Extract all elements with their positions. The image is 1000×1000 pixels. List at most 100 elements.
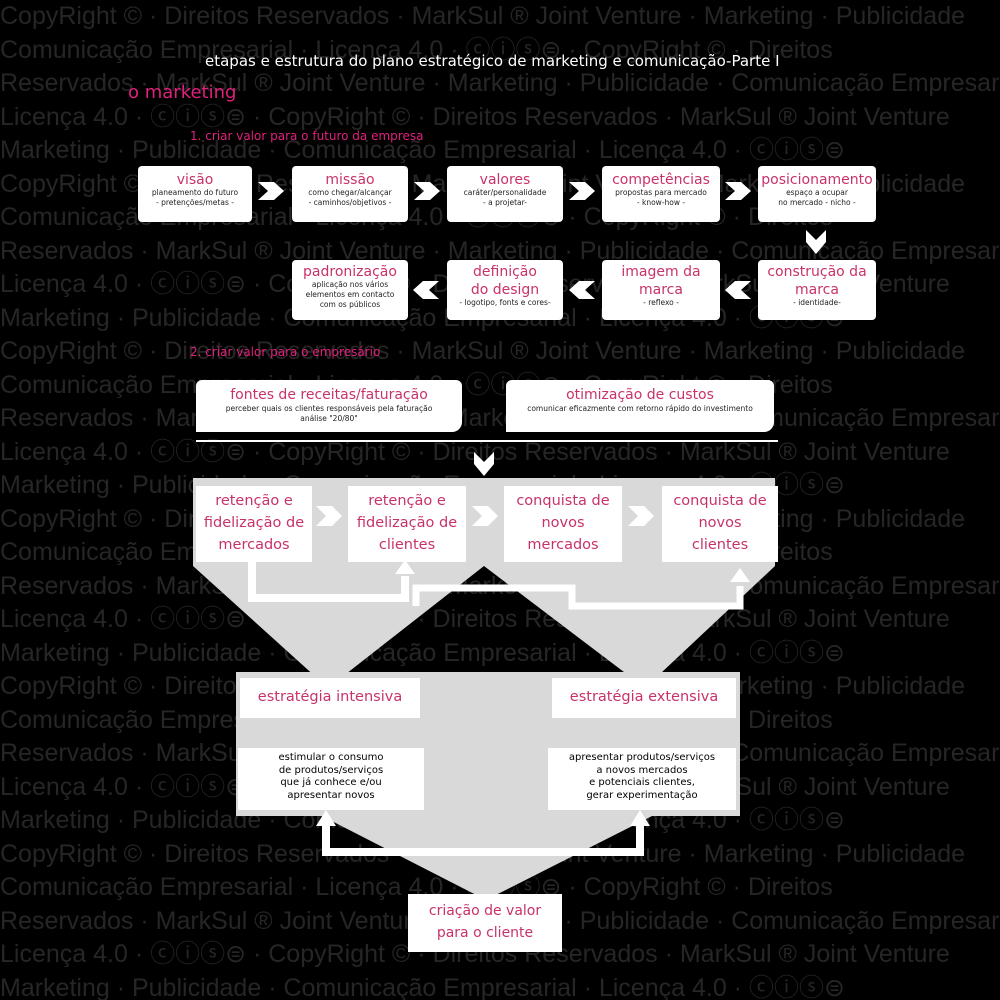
- fontes-desc: perceber quais os clientes responsáveis …: [225, 404, 433, 413]
- goal-line: retenção e: [368, 493, 446, 509]
- fontes-receitas-box: fontes de receitas/faturação perceber qu…: [196, 380, 462, 432]
- arrow-up-icon: [395, 560, 415, 574]
- goal-conquista-mercados: conquista de novos mercados: [504, 486, 622, 562]
- stage-title: posicionamento: [761, 172, 873, 188]
- fontes-title: fontes de receitas/faturação: [230, 387, 428, 403]
- stage-title: do design: [470, 282, 540, 298]
- stage-missao: missão como chegar/alcançar - caminhos/o…: [292, 166, 408, 222]
- strategy-line: que já conhece e/ou: [280, 777, 382, 788]
- diagram-title: etapas e estrutura do plano estratégico …: [205, 52, 780, 70]
- arrow-up-icon: [730, 568, 750, 582]
- strategy-line: estimular o consumo: [278, 752, 384, 763]
- stage-title: padronização: [303, 264, 397, 280]
- arrow-right-icon: [316, 506, 342, 526]
- stage-definicao-design: definição do design - logotipo, fonts e …: [447, 260, 563, 320]
- goal-line: novos: [698, 515, 742, 531]
- arrow-left-icon: [725, 281, 751, 299]
- stage-desc: propostas para mercado: [615, 188, 707, 197]
- strategy-line: apresentar novos: [287, 789, 375, 801]
- goal-retencao-clientes: retenção e fidelização de clientes: [348, 486, 466, 562]
- watermark-line: Marketing · Publicidade · Comunicação Em…: [0, 638, 845, 667]
- fontes-desc: análise "20/80": [300, 414, 358, 423]
- arrow-right-icon: [628, 506, 654, 526]
- stage-desc: no mercado - nicho -: [778, 198, 856, 207]
- watermark-line: Marketing · Publicidade · Comunicação Em…: [0, 973, 845, 1000]
- bracket-line: [412, 584, 744, 610]
- stage-desc: - reflexo -: [643, 298, 679, 307]
- otimizacao-custos-box: otimização de custos comunicar eficazmen…: [506, 380, 774, 432]
- funnel-left: [193, 566, 484, 688]
- bracket-line: [322, 822, 644, 856]
- stage-competencias: competências propostas para mercado - kn…: [602, 166, 720, 222]
- stage-desc: aplicação nos vários: [311, 280, 389, 289]
- arrow-up-icon: [316, 810, 336, 826]
- goal-line: fidelização de: [203, 515, 305, 531]
- otimizacao-desc: comunicar eficazmente com retorno rápido…: [527, 404, 753, 413]
- watermark-line: Licença 4.0 · ⓒⓘⓢ⊜ · CopyRight © · Direi…: [0, 605, 950, 633]
- stage-title: definição: [473, 264, 537, 280]
- stage-desc: - caminhos/objetivos -: [308, 198, 392, 207]
- funnel-bottom: [322, 816, 652, 900]
- stage-visao: visão planeamento do futuro - pretenções…: [138, 166, 252, 222]
- watermark-line: Licença 4.0 · ⓒⓘⓢ⊜ · CopyRight © · Direi…: [0, 102, 950, 131]
- goal-line: mercados: [218, 537, 290, 553]
- strategy-intensiva-title: estratégia intensiva: [240, 678, 420, 718]
- stage-desc: espaço a ocupar: [786, 188, 848, 197]
- stage-title: missão: [325, 172, 375, 188]
- watermark-line: Reservados · MarkSul ® Joint Venture · M…: [0, 404, 1000, 432]
- stage-desc: caráter/personalidade: [463, 188, 547, 197]
- arrow-right-icon: [569, 182, 595, 200]
- stage-desc: - a projetar-: [483, 198, 527, 207]
- arrow-right-icon: [258, 182, 284, 200]
- goal-line: novos: [541, 515, 585, 531]
- watermark-line: Marketing · Publicidade · Comunicação Em…: [0, 136, 845, 164]
- stage-desc: - know-how -: [636, 198, 686, 207]
- goal-conquista-clientes: conquista de novos clientes: [662, 486, 778, 562]
- otimizacao-title: otimização de custos: [566, 387, 714, 403]
- divider-line: [196, 440, 778, 442]
- watermark-line: CopyRight © · Direitos Reservados · Mark…: [0, 337, 966, 365]
- strategy-line: a novos mercados: [596, 764, 688, 776]
- watermark-line: Reservados · MarkSul ® Joint Venture · M…: [0, 69, 1000, 97]
- stage-title: competências: [612, 172, 710, 188]
- strategy-intensiva-desc: estimular o consumo de produtos/serviços…: [238, 748, 424, 810]
- strategy-extensiva-desc: apresentar produtos/serviços a novos mer…: [548, 748, 736, 810]
- goal-line: clientes: [691, 537, 749, 553]
- arrow-left-icon: [413, 281, 439, 299]
- stage-desc: elementos em contacto: [305, 290, 395, 299]
- stage-imagem-marca: imagem da marca - reflexo -: [602, 260, 720, 320]
- stage-construcao-marca: construção da marca - identidade-: [758, 260, 876, 320]
- arrow-down-icon: [806, 230, 826, 254]
- stage-desc: - identidade-: [793, 298, 841, 307]
- stage-title: marca: [639, 282, 683, 298]
- goal-line: mercados: [527, 537, 599, 553]
- outcome-box: criação de valor para o cliente: [408, 894, 562, 952]
- arrow-left-icon: [569, 281, 595, 299]
- stage-desc: como chegar/alcançar: [308, 188, 392, 197]
- goal-line: fidelização de: [356, 515, 458, 531]
- goal-line: retenção e: [215, 493, 293, 509]
- stage-title: construção da: [767, 264, 867, 280]
- arrow-down-icon: [474, 452, 494, 476]
- watermark-line: Reservados · MarkSul ® Joint Venture · M…: [0, 236, 1000, 265]
- arrow-up-icon: [630, 810, 650, 826]
- goal-line: conquista de: [673, 493, 767, 509]
- strategy-line: apresentar produtos/serviços: [568, 752, 716, 763]
- arrow-right-icon: [472, 506, 498, 526]
- stage-valores: valores caráter/personalidade - a projet…: [447, 166, 563, 222]
- strategy-line: gerar experimentação: [586, 789, 698, 801]
- stage-posicionamento: posicionamento espaço a ocupar no mercad…: [758, 166, 876, 222]
- stage-padronizacao: padronização aplicação nos vários elemen…: [292, 260, 408, 320]
- arrow-right-icon: [725, 182, 751, 200]
- stage-desc: - pretenções/metas -: [156, 198, 234, 207]
- stage-desc: com os públicos: [319, 300, 381, 309]
- bracket-line: [248, 560, 409, 602]
- goal-retencao-mercados: retenção e fidelização de mercados: [196, 486, 312, 562]
- strategy-line: de produtos/serviços: [278, 764, 384, 776]
- section-title: o marketing: [128, 82, 237, 103]
- stage-title: marca: [795, 282, 839, 298]
- watermark-line: CopyRight © · Direitos Reservados · Mark…: [0, 2, 966, 30]
- funnel-right: [484, 566, 775, 688]
